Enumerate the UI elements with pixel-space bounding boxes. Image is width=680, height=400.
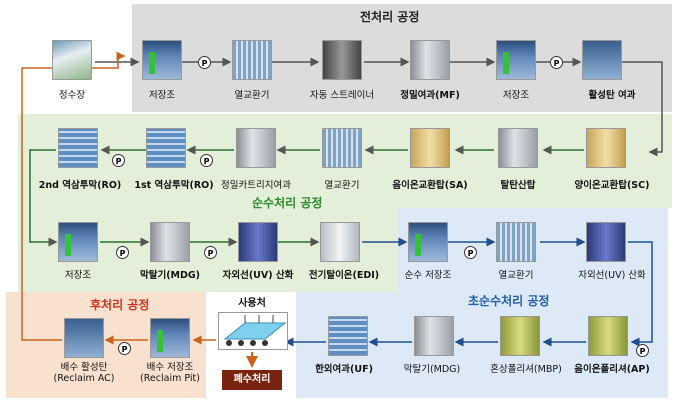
mbp-label: 혼상폴리셔(MBP) [490,364,562,375]
pump-icon: P [464,246,477,259]
ro1-image [146,128,186,168]
cartridge-filter-image [236,128,276,168]
pre-heat-exchanger-label: 열교환기 [234,90,270,101]
pump-icon: P [198,56,211,69]
reclaim-ac-image [64,318,104,358]
pure-storage-tank [58,222,98,262]
ultra-storage-tank-label: 순수 저장조 [404,270,452,281]
usage-point-icon [223,315,287,346]
pump-icon: P [118,342,131,355]
sc-tower-label: 양이온교환탑(SC) [574,180,650,191]
pump-icon: P [112,154,125,167]
wastewater-treatment-box: 폐수처리 [222,370,282,390]
edi-label: 전기탈이온(EDI) [308,270,380,281]
ap-image [588,316,628,356]
auto-strainer-image [322,40,362,80]
pre-heat-exchanger [232,40,272,80]
uf-image [328,316,368,356]
degas-tower-label: 탈탄산탑 [500,180,536,191]
pump-icon: P [116,246,129,259]
reclaim-ac-label: 배수 활성탄 (Reclaim AC) [53,362,115,384]
pure-heat-exchanger-label: 열교환기 [324,180,360,191]
mdg2-image [414,316,454,356]
pump-icon: P [200,154,213,167]
mbp-image [500,316,540,356]
ro2-label: 2nd 역삼투막(RO) [38,180,122,191]
pump-icon: P [550,56,563,69]
degas-tower-image [498,128,538,168]
ultra-heat-exchanger-label: 열교환기 [498,270,534,281]
pretreatment-title: 전처리 공정 [360,10,420,24]
ro2-image [58,128,98,168]
pre-storage-tank-2 [496,40,536,80]
ultrapure-title: 초순수처리 공정 [468,294,550,308]
ultra-heat-exchanger [496,222,536,262]
mdg2-label: 막탈기(MDG) [403,364,461,375]
water-plant-image [52,40,92,80]
reclaim-pit-image [150,318,190,358]
pump-icon: P [204,246,217,259]
posttreatment-title: 후처리 공정 [90,298,150,312]
sc-tower-image [586,128,626,168]
mdg1-label: 막탈기(MDG) [139,270,201,281]
pure-water-title: 순수처리 공정 [252,196,323,210]
uv1-image [238,222,278,262]
ap-label: 음이온폴리셔(AP) [574,364,650,375]
ac-filter-image [582,40,622,80]
uv1-label: 자외선(UV) 산화 [222,270,294,281]
cartridge-filter-label: 정밀카트리지여과 [221,180,291,191]
pre-storage-tank-1 [142,40,182,80]
pre-storage-tank-2-label: 저장조 [502,90,530,101]
mdg1-image [150,222,190,262]
usage-point-image [218,312,288,350]
pre-storage-tank-1-label: 저장조 [148,90,176,101]
water-plant-label: 정수장 [58,90,86,101]
ro1-label: 1st 역삼투막(RO) [134,180,214,191]
ultra-storage-tank [408,222,448,262]
auto-strainer-label: 자동 스트레이너 [309,90,375,101]
pure-storage-tank-label: 저장조 [64,270,92,281]
reclaim-pit-label: 배수 저장조 (Reclaim Pit) [140,362,200,384]
pure-heat-exchanger [322,128,362,168]
mf-filter-label: 정밀여과(MF) [400,90,460,101]
uv2-label: 자외선(UV) 산화 [578,270,646,281]
ac-filter-label: 활성탄 여과 [588,90,636,101]
usage-point-label: 사용처 [238,298,266,309]
sa-tower-label: 음이온교환탑(SA) [392,180,468,191]
pump-icon: P [636,344,649,357]
uf-label: 한외여과(UF) [315,364,373,375]
mf-filter-image [410,40,450,80]
edi-image [320,222,360,262]
uv2-image [586,222,626,262]
sa-tower-image [410,128,450,168]
